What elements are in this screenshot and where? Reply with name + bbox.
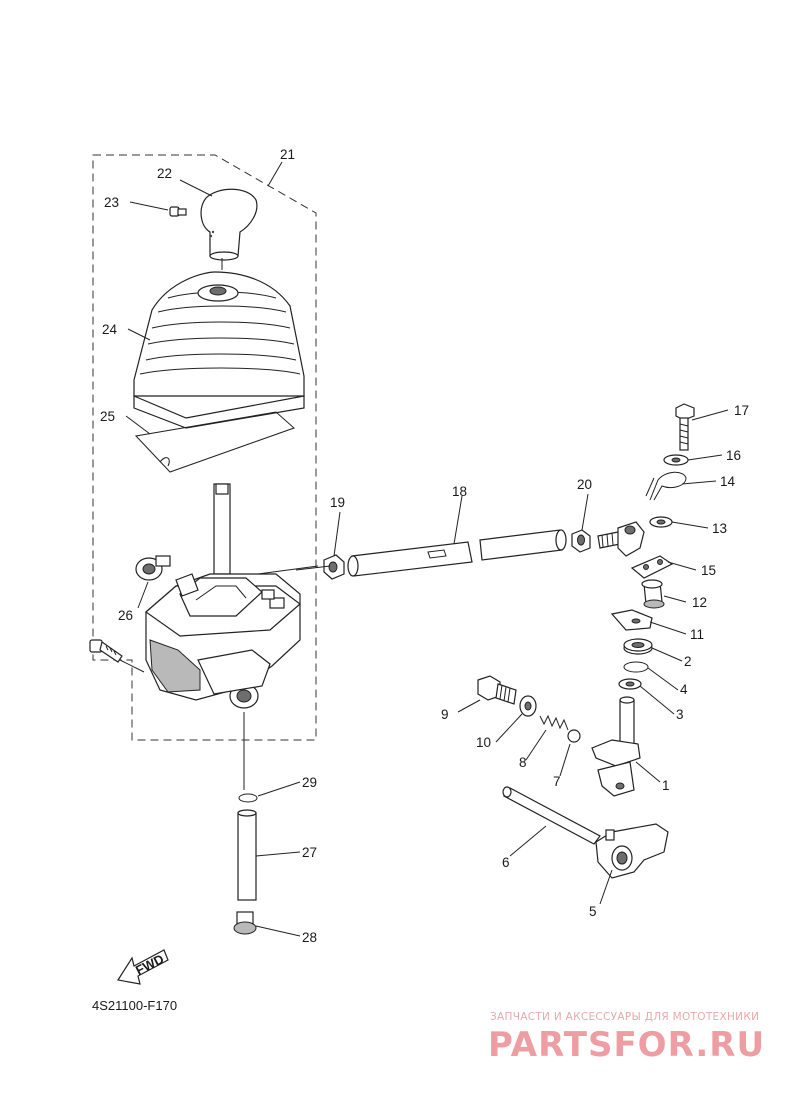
callout-22: 22 (157, 166, 172, 181)
screw-23 (169, 206, 187, 217)
diagram-code: 4S21100-F170 (92, 998, 177, 1013)
callout-25: 25 (100, 409, 115, 424)
shift-boot-24 (133, 271, 305, 429)
plug-bolt-9 (477, 675, 517, 705)
clip-14 (645, 471, 687, 501)
gasket-25 (134, 411, 295, 473)
callout-27: 27 (302, 845, 317, 860)
shift-rod-18 (347, 529, 567, 577)
washer-3 (618, 678, 642, 690)
callout-19: 19 (330, 495, 345, 510)
bolt-17 (675, 403, 695, 451)
callout-9: 9 (441, 707, 449, 722)
callout-4: 4 (680, 682, 688, 697)
circlip-29 (238, 793, 258, 803)
callout-23: 23 (104, 195, 119, 210)
fwd-label: FWD (133, 951, 166, 978)
callout-21: 21 (280, 147, 295, 162)
stopper-plate-11 (610, 609, 653, 631)
nut-20 (571, 529, 591, 553)
shift-arm-joint (597, 521, 645, 557)
watermark: ЗАПЧАСТИ И АКСЕССУАРЫ ДЛЯ МОТОТЕХНИКИ PA… (488, 1011, 765, 1065)
shift-knob-22 (200, 188, 258, 261)
washer-10 (519, 695, 537, 717)
callout-16: 16 (726, 448, 741, 463)
shift-shaft-1 (591, 696, 641, 797)
callout-12: 12 (692, 595, 707, 610)
callout-6: 6 (502, 855, 510, 870)
callout-26: 26 (118, 608, 133, 623)
callout-24: 24 (102, 322, 118, 337)
callout-11: 11 (690, 627, 704, 642)
shift-housing (145, 573, 301, 709)
housing-bolt (89, 639, 123, 663)
cap-26 (135, 555, 171, 581)
watermark-brand: PARTSFOR.RU (488, 1025, 765, 1065)
callout-29: 29 (302, 775, 317, 790)
spring-8 (539, 714, 569, 731)
callout-28: 28 (302, 930, 317, 945)
callout-8: 8 (519, 755, 527, 770)
callout-labels: 21 22 23 24 25 19 18 20 17 16 14 13 15 1… (100, 147, 749, 945)
callout-15: 15 (701, 563, 716, 578)
callout-2: 2 (684, 654, 692, 669)
guide-bar-6 (502, 786, 601, 845)
washer-16 (663, 454, 689, 466)
callout-10: 10 (476, 735, 491, 750)
callout-14: 14 (720, 474, 736, 489)
nut-19 (323, 554, 345, 580)
callout-20: 20 (577, 477, 592, 492)
link-plate-15 (630, 555, 674, 579)
shift-lever-rod (213, 483, 231, 575)
callout-18: 18 (452, 484, 467, 499)
shift-fork-5 (595, 823, 669, 879)
callout-17: 17 (734, 403, 749, 418)
callout-3: 3 (676, 707, 684, 722)
callout-1: 1 (662, 778, 670, 793)
fwd-arrow-icon: FWD (117, 949, 169, 985)
callout-13: 13 (712, 521, 727, 536)
watermark-tagline: ЗАПЧАСТИ И АКСЕССУАРЫ ДЛЯ МОТОТЕХНИКИ (490, 1011, 759, 1023)
plug-28 (233, 911, 257, 935)
pin-27 (237, 809, 257, 901)
bushing-2 (623, 638, 653, 655)
ball-7 (567, 729, 581, 743)
leader-lines (119, 161, 729, 937)
circlip-4 (623, 661, 649, 673)
callout-5: 5 (589, 904, 597, 919)
collar-12 (641, 579, 665, 609)
washer-13 (649, 516, 673, 528)
callout-7: 7 (553, 774, 561, 789)
